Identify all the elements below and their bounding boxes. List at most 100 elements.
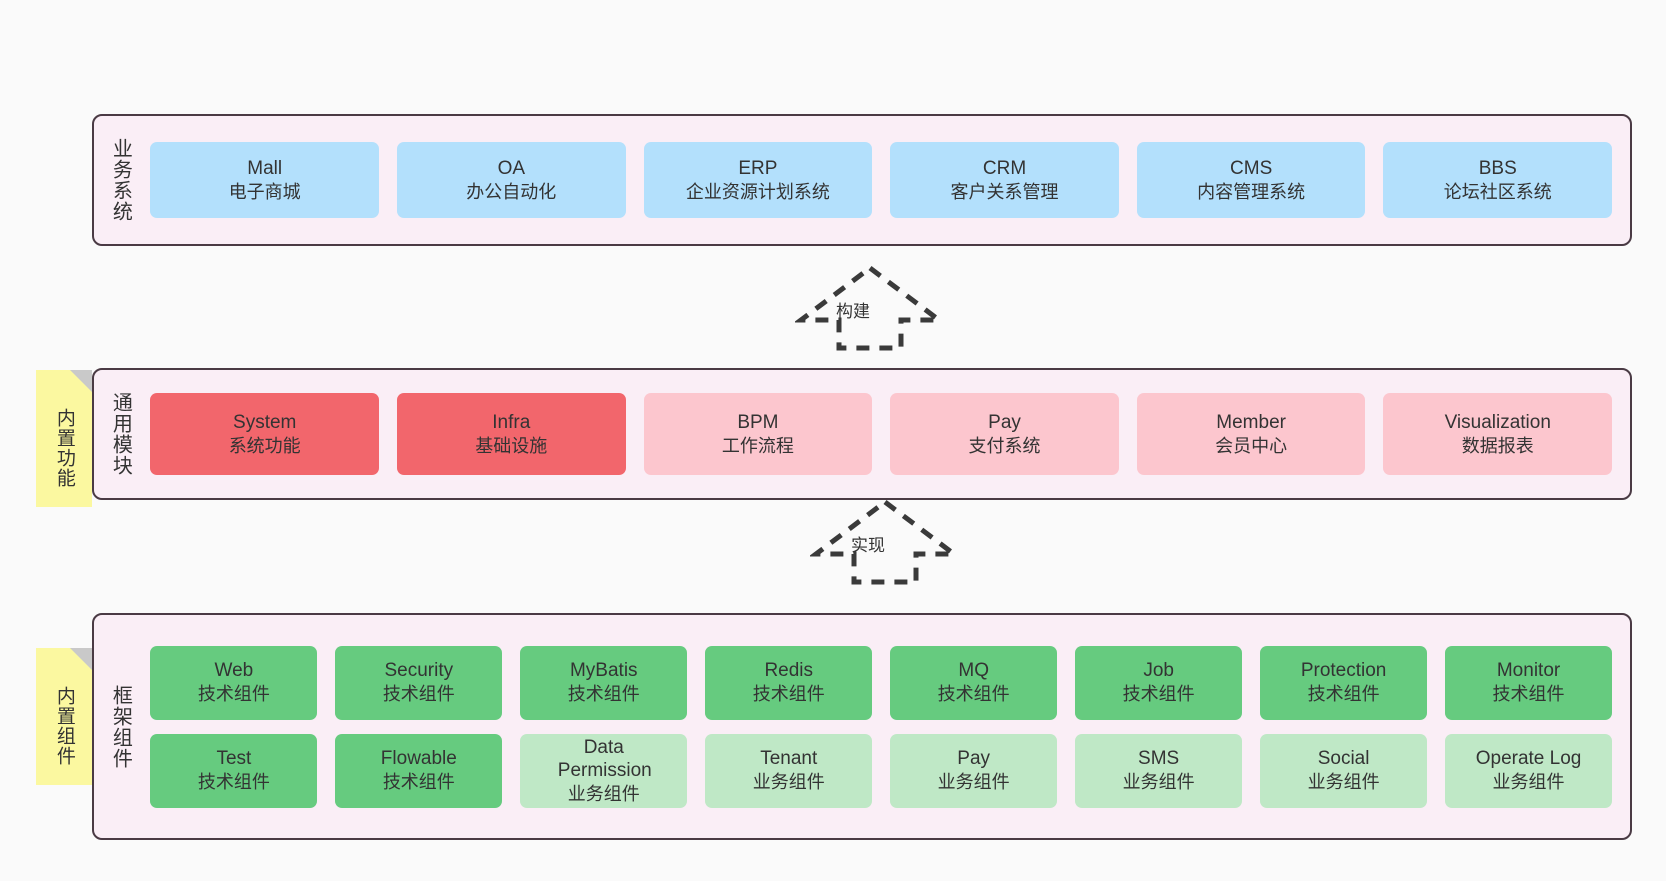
layer-title-framework-component: 框架组件 <box>109 684 132 769</box>
card-row: Test 技术组件 Flowable 技术组件 Data Permission … <box>150 733 1613 808</box>
card-pay[interactable]: Pay 支付系统 <box>890 393 1119 475</box>
card-title: Protection <box>1300 660 1387 682</box>
card-mall[interactable]: Mall 电子商城 <box>150 142 379 218</box>
card-subtitle: 业务组件 <box>937 772 1010 793</box>
card-title: MQ <box>958 660 989 682</box>
card-subtitle: 数据报表 <box>1461 435 1534 456</box>
card-tenant[interactable]: Tenant 业务组件 <box>705 733 873 808</box>
connector-implement: 实现 <box>810 498 960 586</box>
card-title: Job <box>1143 660 1174 682</box>
layer-business-system: 业务系统 Mall 电子商城 OA 办公自动化 ERP 企业资源计划系统 CRM… <box>92 114 1632 246</box>
card-visualization[interactable]: Visualization 数据报表 <box>1383 393 1613 475</box>
card-subtitle: 电子商城 <box>228 181 301 202</box>
card-bbs[interactable]: BBS 论坛社区系统 <box>1383 142 1613 218</box>
card-cms[interactable]: CMS 内容管理系统 <box>1136 142 1366 218</box>
card-title: Social <box>1317 748 1370 770</box>
layer-body-business-system: Mall 电子商城 OA 办公自动化 ERP 企业资源计划系统 CRM 客户关系… <box>136 142 1630 218</box>
card-protection[interactable]: Protection 技术组件 <box>1260 645 1428 720</box>
card-security[interactable]: Security 技术组件 <box>335 645 503 720</box>
card-web[interactable]: Web 技术组件 <box>150 645 318 720</box>
connector-build-label: 构建 <box>836 302 870 321</box>
layer-common-module: 通用模块 System 系统功能 Infra 基础设施 BPM 工作流程 Pay… <box>92 368 1632 500</box>
card-member[interactable]: Member 会员中心 <box>1136 393 1366 475</box>
connector-implement-label: 实现 <box>851 536 885 555</box>
card-title: OA <box>497 157 526 179</box>
card-title: Data Permission <box>557 736 652 782</box>
card-subtitle: 办公自动化 <box>466 181 557 202</box>
card-social[interactable]: Social 业务组件 <box>1260 733 1428 808</box>
card-subtitle: 系统功能 <box>228 435 301 456</box>
card-pay-business[interactable]: Pay 业务组件 <box>890 733 1058 808</box>
note-builtin-component-label: 内置组件 <box>53 685 75 766</box>
layer-framework-component: 框架组件 Web 技术组件 Security 技术组件 MyBatis 技术组件… <box>92 613 1632 840</box>
card-title: Flowable <box>380 748 457 770</box>
card-subtitle: 技术组件 <box>382 772 455 793</box>
card-title: Visualization <box>1444 411 1551 433</box>
card-title: CMS <box>1230 157 1273 179</box>
card-subtitle: 会员中心 <box>1215 435 1288 456</box>
card-title: MyBatis <box>569 660 638 682</box>
card-subtitle: 客户关系管理 <box>950 181 1059 202</box>
card-mq[interactable]: MQ 技术组件 <box>890 645 1058 720</box>
card-operate-log[interactable]: Operate Log 业务组件 <box>1445 733 1613 808</box>
note-builtin-feature: 内置功能 <box>36 370 92 507</box>
card-subtitle: 业务组件 <box>1307 772 1380 793</box>
card-bpm[interactable]: BPM 工作流程 <box>643 393 873 475</box>
card-title: Mall <box>247 157 283 179</box>
dashed-up-arrow-icon <box>795 264 945 351</box>
card-subtitle: 业务组件 <box>1122 772 1195 793</box>
layer-title-common-module: 通用模块 <box>109 392 132 476</box>
card-data-permission[interactable]: Data Permission 业务组件 <box>520 733 688 808</box>
connector-build: 构建 <box>795 264 945 352</box>
dashed-up-arrow-icon <box>810 498 960 585</box>
card-title: Monitor <box>1496 660 1561 682</box>
layer-body-common-module: System 系统功能 Infra 基础设施 BPM 工作流程 Pay 支付系统… <box>136 393 1630 475</box>
card-crm[interactable]: CRM 客户关系管理 <box>890 142 1119 218</box>
card-subtitle: 内容管理系统 <box>1197 181 1306 202</box>
card-row: Mall 电子商城 OA 办公自动化 ERP 企业资源计划系统 CRM 客户关系… <box>150 142 1613 218</box>
card-title: Security <box>384 660 454 682</box>
card-title: ERP <box>738 157 778 179</box>
card-redis[interactable]: Redis 技术组件 <box>705 645 873 720</box>
card-subtitle: 企业资源计划系统 <box>685 181 830 202</box>
card-title: BBS <box>1478 157 1517 179</box>
card-row: Web 技术组件 Security 技术组件 MyBatis 技术组件 Redi… <box>150 645 1613 720</box>
card-oa[interactable]: OA 办公自动化 <box>397 142 626 218</box>
card-title: Web <box>214 660 254 682</box>
card-job[interactable]: Job 技术组件 <box>1075 645 1243 720</box>
card-subtitle: 技术组件 <box>1492 684 1565 705</box>
card-subtitle: 技术组件 <box>197 684 270 705</box>
card-title: BPM <box>737 411 779 433</box>
card-monitor[interactable]: Monitor 技术组件 <box>1445 645 1613 720</box>
card-title: Tenant <box>760 748 818 770</box>
card-title: Pay <box>957 748 991 770</box>
card-subtitle: 技术组件 <box>197 772 270 793</box>
card-mybatis[interactable]: MyBatis 技术组件 <box>520 645 688 720</box>
card-subtitle: 业务组件 <box>567 784 640 804</box>
card-system[interactable]: System 系统功能 <box>150 393 379 475</box>
card-test[interactable]: Test 技术组件 <box>150 733 318 808</box>
card-title: Infra <box>492 411 531 433</box>
card-subtitle: 支付系统 <box>968 435 1041 456</box>
card-row: System 系统功能 Infra 基础设施 BPM 工作流程 Pay 支付系统… <box>150 393 1613 475</box>
card-infra[interactable]: Infra 基础设施 <box>397 393 626 475</box>
card-title: Redis <box>764 660 814 682</box>
card-subtitle: 工作流程 <box>721 435 794 456</box>
card-title: Test <box>216 748 252 770</box>
card-sms[interactable]: SMS 业务组件 <box>1075 733 1243 808</box>
card-flowable[interactable]: Flowable 技术组件 <box>335 733 503 808</box>
card-title: SMS <box>1138 748 1180 770</box>
card-subtitle: 技术组件 <box>1307 684 1380 705</box>
card-subtitle: 技术组件 <box>567 684 640 705</box>
card-subtitle: 技术组件 <box>752 684 825 705</box>
card-title: Member <box>1216 411 1286 433</box>
card-title: System <box>233 411 297 433</box>
card-subtitle: 技术组件 <box>1122 684 1195 705</box>
note-builtin-feature-label: 内置功能 <box>53 407 75 488</box>
card-title: Pay <box>988 411 1021 433</box>
card-subtitle: 论坛社区系统 <box>1443 181 1552 202</box>
card-title: Operate Log <box>1475 748 1582 770</box>
card-erp[interactable]: ERP 企业资源计划系统 <box>643 142 873 218</box>
card-subtitle: 基础设施 <box>475 435 548 456</box>
